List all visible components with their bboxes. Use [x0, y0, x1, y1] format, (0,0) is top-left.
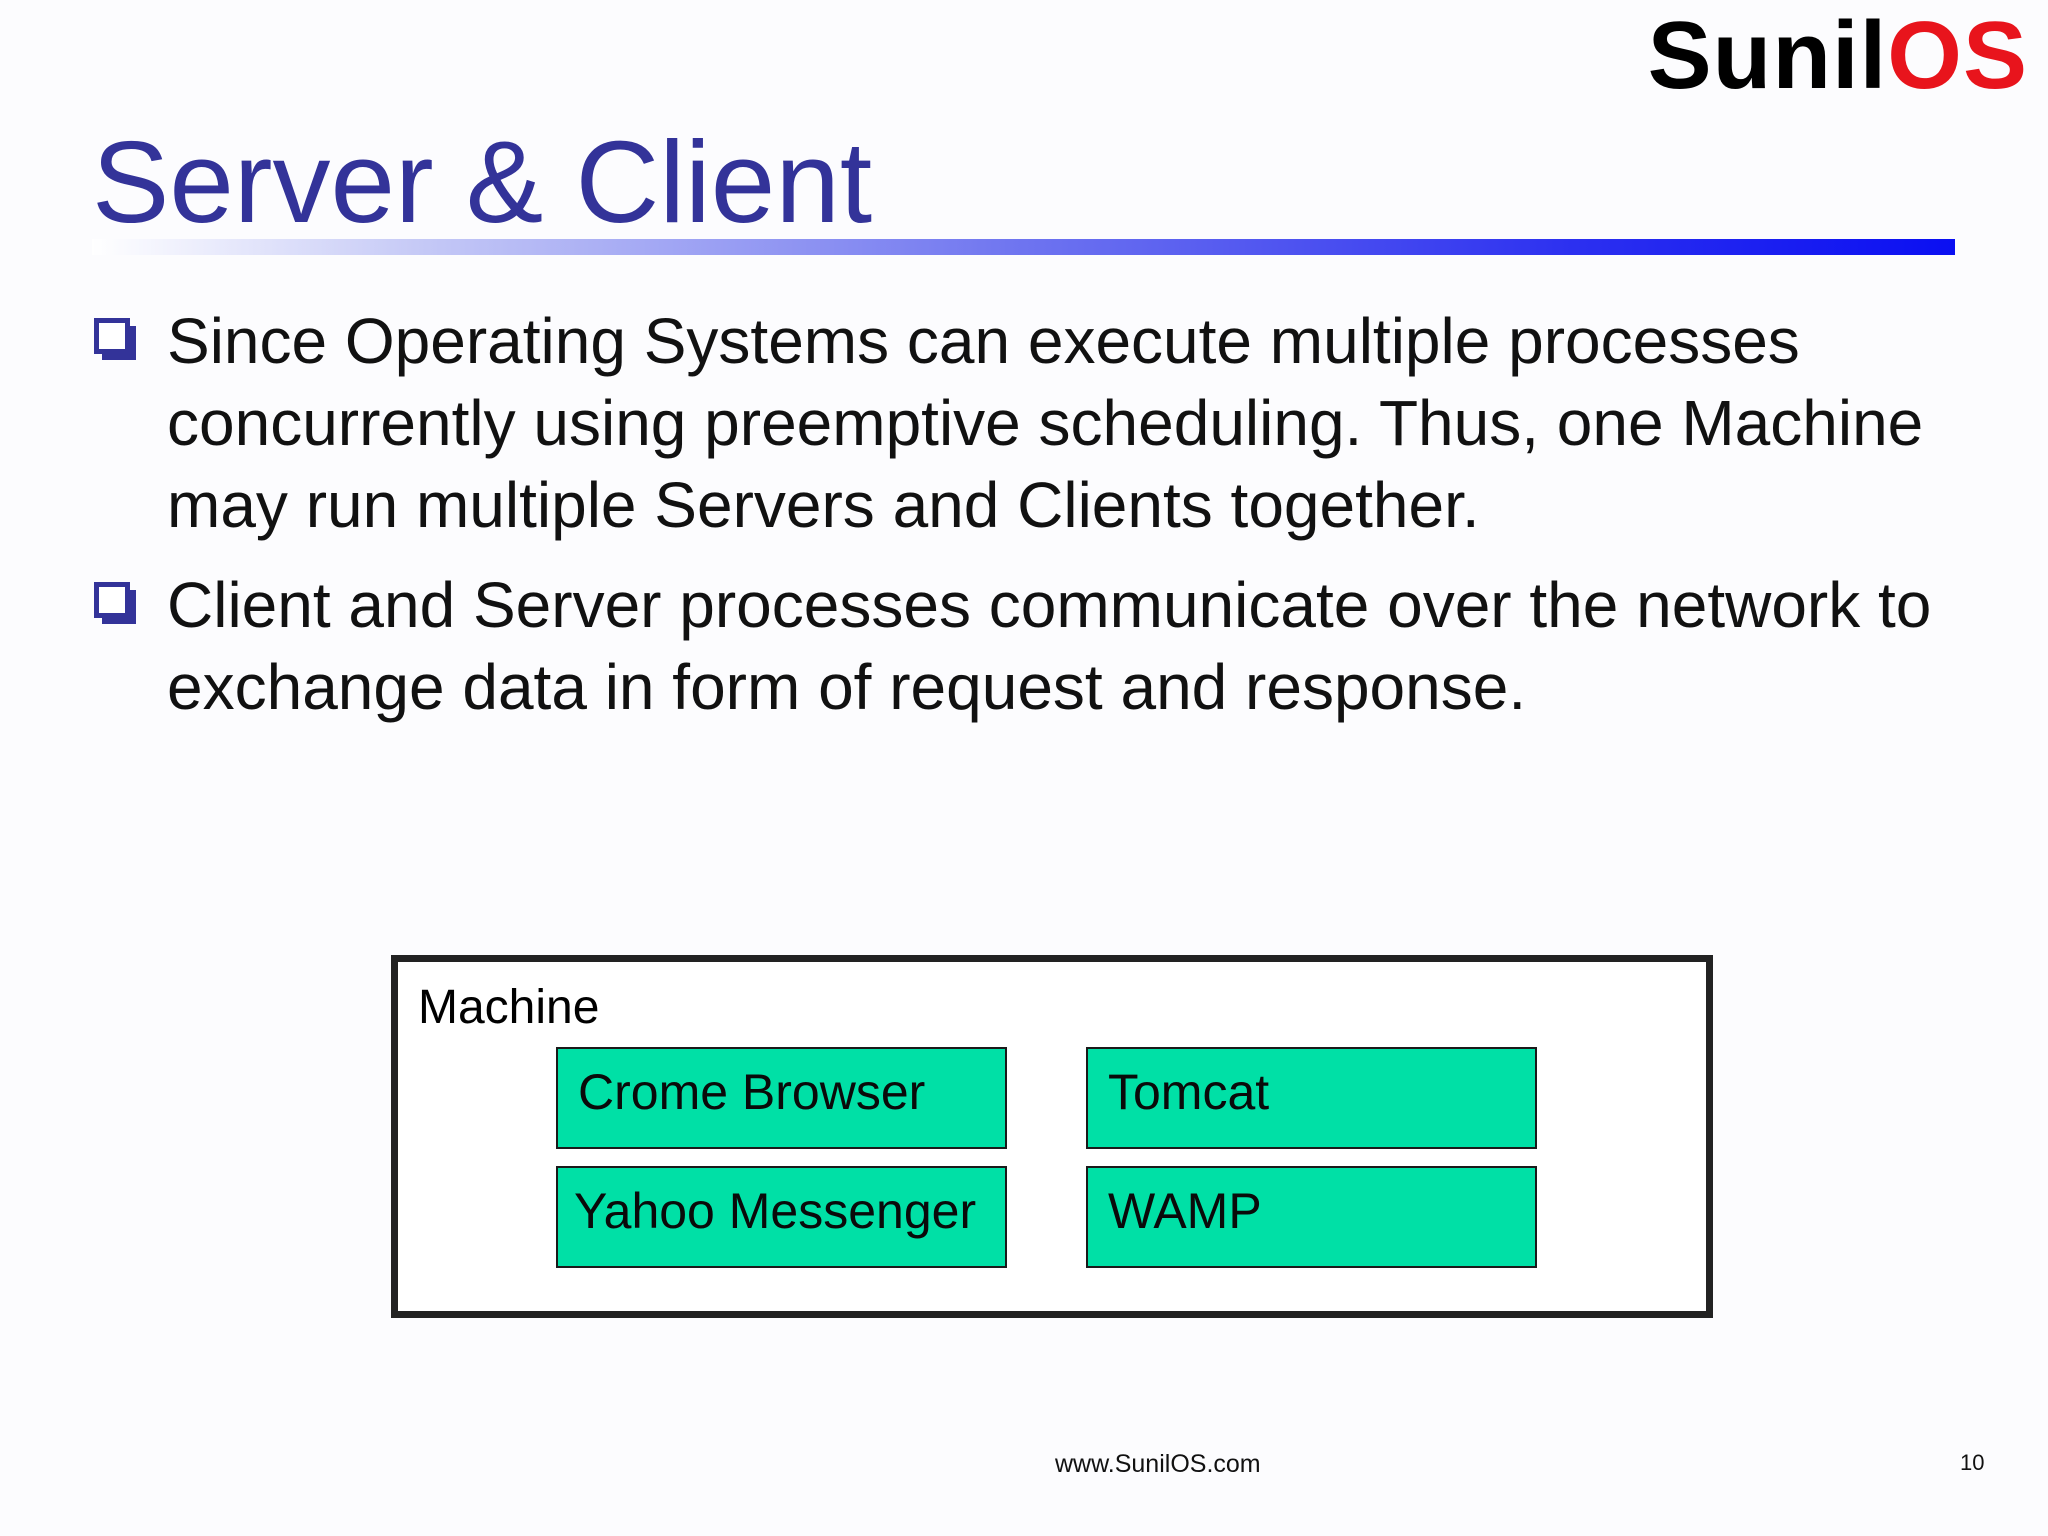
checkbox-bullet-icon: [94, 582, 130, 618]
footer-url: www.SunilOS.com: [1055, 1450, 1261, 1478]
bullet-list: Since Operating Systems can execute mult…: [92, 300, 1992, 746]
machine-label: Machine: [418, 981, 600, 1034]
bullet-text: Since Operating Systems can execute mult…: [167, 305, 1924, 541]
machine-box: Machine Crome Browser Tomcat Yahoo Messe…: [391, 955, 1713, 1318]
title-underline: [92, 239, 1955, 255]
logo-text-sunil: Sunil: [1647, 2, 1888, 109]
process-box-tomcat: Tomcat: [1086, 1047, 1537, 1149]
process-box-yahoo-messenger: Yahoo Messenger: [556, 1166, 1007, 1268]
bullet-item: Client and Server processes communicate …: [92, 564, 1992, 728]
slide-title: Server & Client: [92, 117, 873, 247]
bullet-text: Client and Server processes communicate …: [167, 569, 1932, 723]
sunilos-logo: SunilOS: [1648, 8, 2028, 104]
checkbox-bullet-icon: [94, 318, 130, 354]
bullet-item: Since Operating Systems can execute mult…: [92, 300, 1992, 546]
page-number: 10: [1960, 1450, 1985, 1475]
logo-text-os: OS: [1887, 2, 2028, 109]
process-box-crome-browser: Crome Browser: [556, 1047, 1007, 1149]
process-box-wamp: WAMP: [1086, 1166, 1537, 1268]
